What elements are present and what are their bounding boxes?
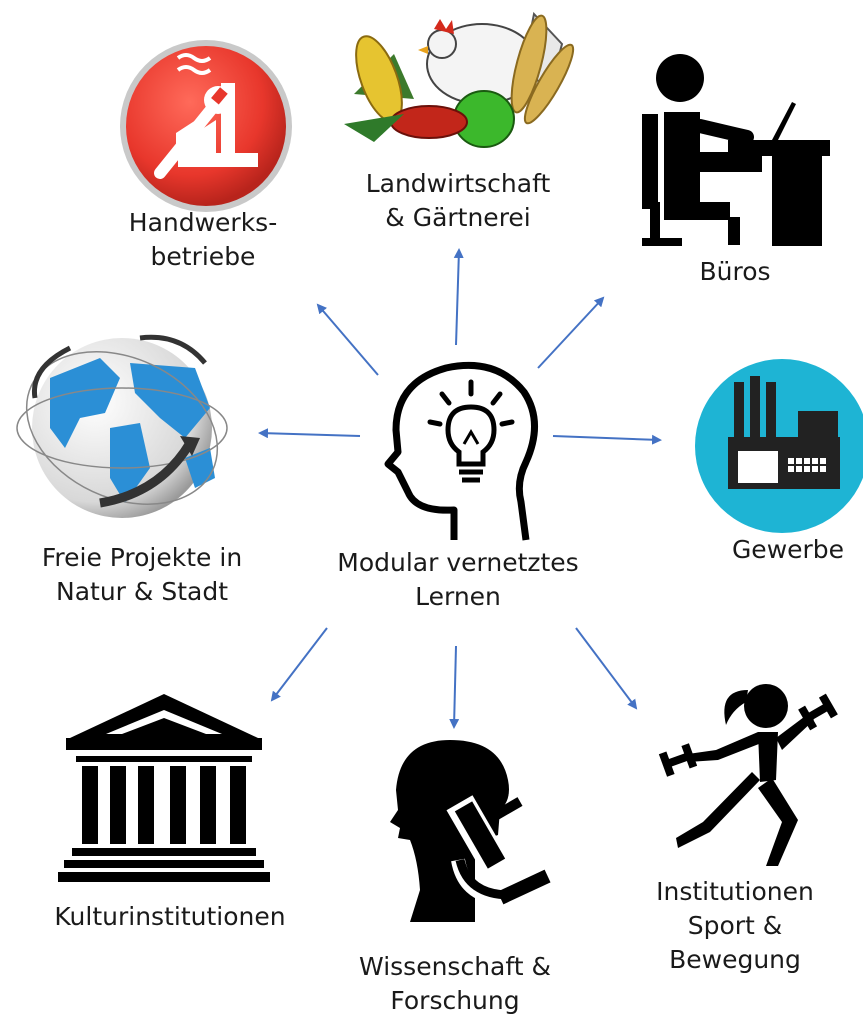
farm-produce-icon — [334, 4, 594, 154]
label-kultur: Kulturinstitutionen — [54, 902, 286, 931]
arrow-to-landwirtschaft — [453, 248, 464, 346]
arrow-to-wissenschaft — [449, 645, 460, 729]
museum-icon — [58, 686, 270, 886]
office-desk-icon — [642, 52, 832, 247]
factory-wrench-icon — [118, 38, 294, 214]
arrow-to-handwerk — [316, 303, 379, 376]
label-wissenschaft: Wissenschaft &Forschung — [359, 952, 551, 1015]
runner-dumbbell-icon — [648, 670, 848, 870]
label-handwerk: Handwerks-betriebe — [128, 208, 278, 271]
arrow-to-freie — [258, 428, 361, 439]
arrow-to-kultur — [270, 627, 328, 702]
arrow-to-gewerbe — [552, 434, 662, 445]
idea-head-icon — [376, 352, 554, 547]
arrow-to-sport — [575, 627, 638, 710]
label-landwirtschaft: Landwirtschaft& Gärtnerei — [365, 169, 551, 232]
globe-network-icon — [10, 318, 235, 523]
arrow-to-bueros — [537, 296, 605, 369]
microscope-scientist-icon — [380, 740, 555, 922]
factory-icon — [692, 356, 863, 536]
label-gewerbe: Gewerbe — [731, 535, 845, 564]
label-bueros: Büros — [699, 257, 771, 286]
